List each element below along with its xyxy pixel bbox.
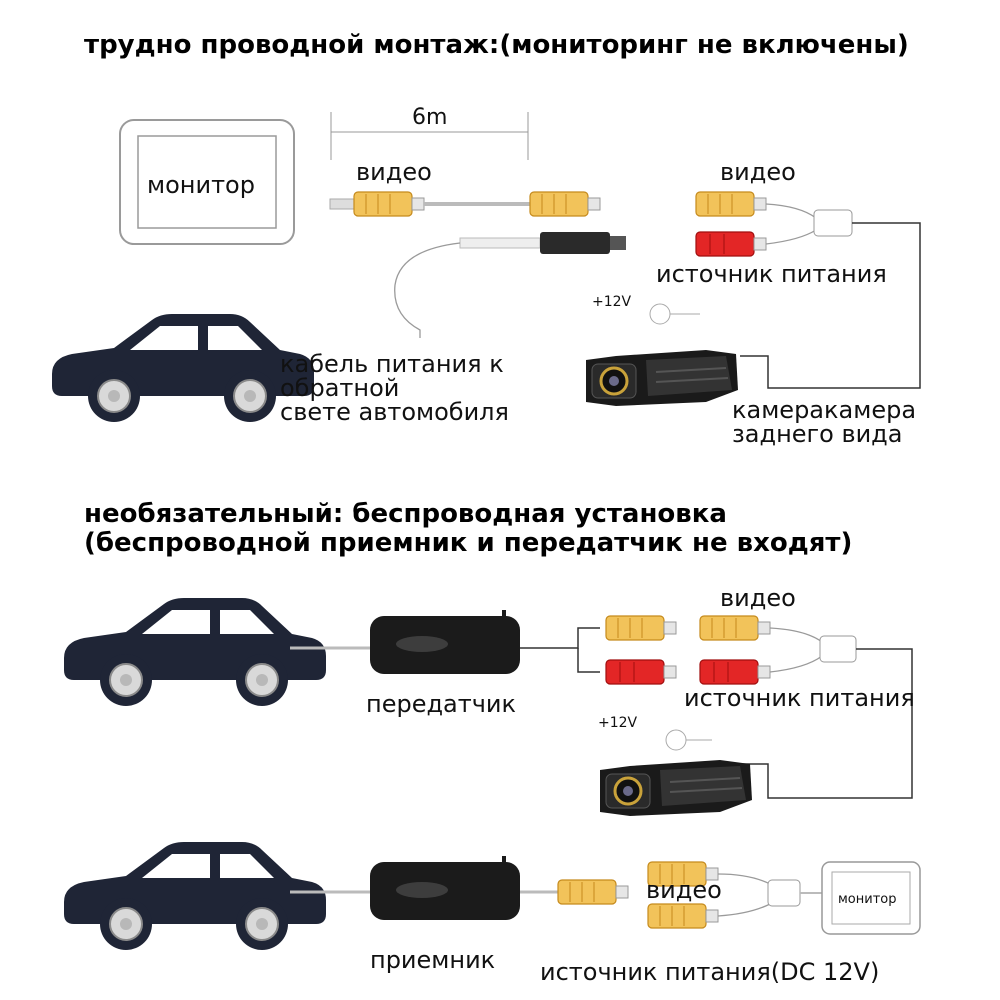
plus12v-symbol [649,303,700,325]
wireless-module-icon [370,610,520,674]
distance-marker [330,112,529,160]
rca-connector-icon [557,879,629,905]
wired-title: трудно проводной монтаж:(мониторинг не в… [84,30,909,60]
car-icon [63,597,327,707]
rear-camera-icon [598,758,754,818]
video-extension-cable [329,191,601,217]
rca-connector-icon [699,659,771,685]
plus12v-symbol [665,729,712,751]
reverse-cable-label-1: кабель питания к [280,350,504,378]
reverse-cable-label-2: обратной [280,374,399,402]
car-icon [63,841,327,951]
camera-label-2: заднего вида [732,420,902,448]
power-dc-label: источник питания(DC 12V) [540,958,879,986]
power-label-wired: источник питания [656,260,887,288]
trigger-cable [394,232,626,338]
rca-connector-icon [529,191,601,217]
power-label-wireless: источник питания [684,684,915,712]
plus12v-label-wired: +12V [592,294,632,310]
monitor-icon [821,861,921,935]
wireless-title-line2: (беспроводной приемник и передатчик не в… [84,528,852,558]
reverse-cable-label-3: свете автомобиля [280,398,509,426]
video-label-receiver: видео [646,876,722,904]
distance-label: 6m [412,105,447,130]
rca-connector-icon [695,231,767,257]
camera-harness [695,191,921,389]
rca-connector-icon [605,659,677,685]
receiver-label: приемник [370,946,495,974]
video-label-cable: видео [356,158,432,186]
transmitter-label: передатчик [366,690,516,718]
rca-connector-icon [605,615,677,641]
wireless-module-icon [370,856,520,920]
wireless-title-line1: необязательный: беспроводная установка [84,499,727,529]
rear-camera-icon [584,348,740,408]
rca-connector-icon [699,615,771,641]
rca-connector-icon [695,191,767,217]
transmitter-wiring [290,610,677,685]
camera-harness-wireless [699,615,913,799]
rca-connector-icon [353,191,425,217]
monitor-icon [119,119,295,245]
monitor-label: монитор [147,171,255,199]
video-label-wireless: видео [720,584,796,612]
camera-label-1: камеракамера [732,396,916,424]
monitor-label-small: монитор [838,892,897,907]
receiver-wiring [290,856,824,929]
car-icon [51,313,315,423]
plus12v-label-wireless: +12V [598,715,638,731]
rca-connector-icon [647,903,719,929]
video-label-camera: видео [720,158,796,186]
